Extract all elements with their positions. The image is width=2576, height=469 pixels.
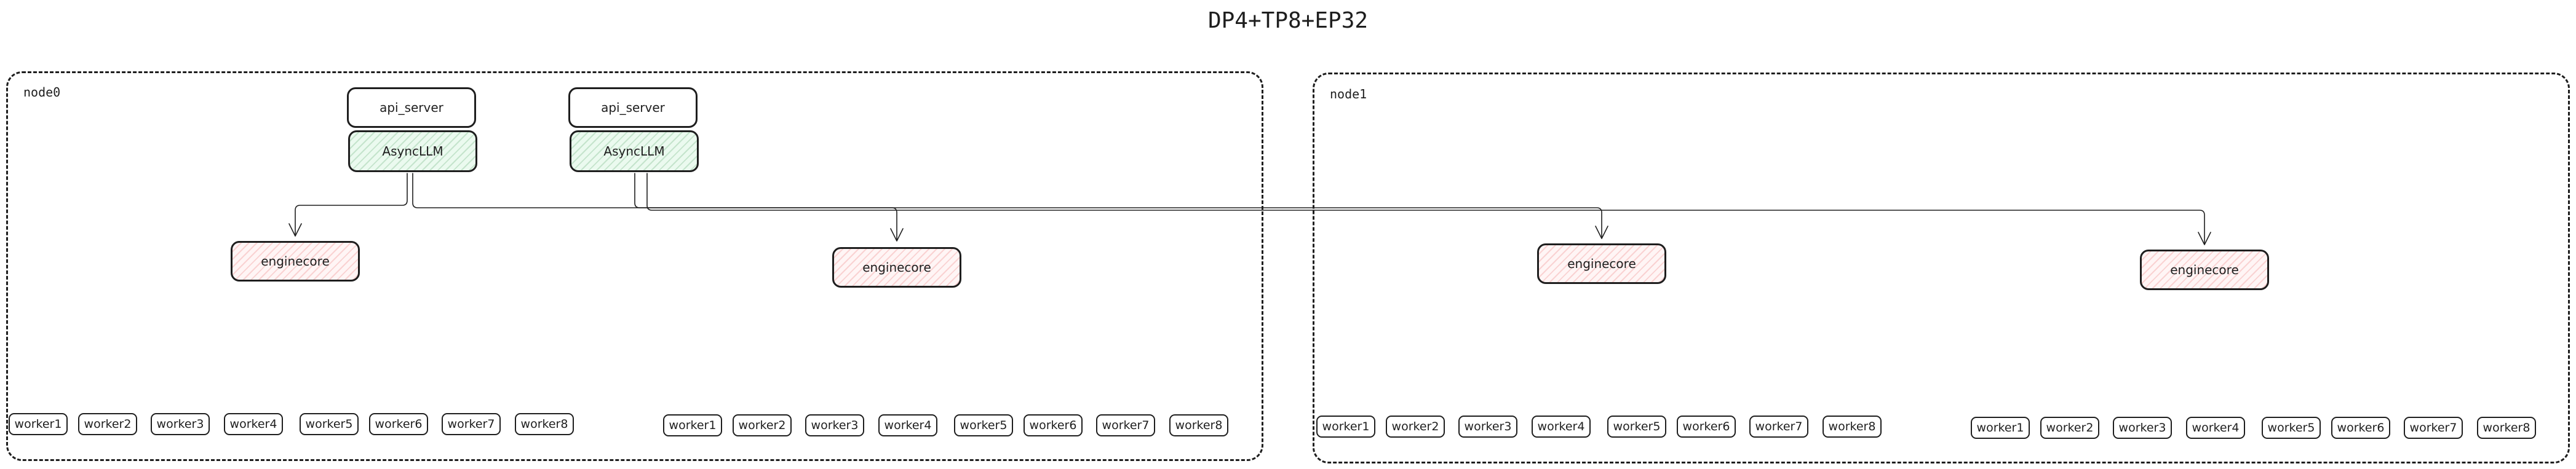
worker-g2-2: worker2 bbox=[733, 414, 792, 436]
worker-g4-3: worker3 bbox=[2113, 417, 2172, 439]
worker-g3-5: worker5 bbox=[1607, 416, 1666, 438]
worker-g4-7: worker7 bbox=[2404, 417, 2463, 439]
worker-g2-7: worker7 bbox=[1096, 414, 1155, 436]
node0-container bbox=[6, 71, 1263, 461]
worker-g4-5: worker5 bbox=[2262, 417, 2321, 439]
enginecore-4: enginecore bbox=[2140, 250, 2269, 290]
worker-g1-6: worker6 bbox=[369, 413, 428, 435]
worker-g1-2: worker2 bbox=[78, 413, 137, 435]
worker-g2-5: worker5 bbox=[954, 414, 1013, 436]
node1-container bbox=[1313, 73, 2570, 463]
worker-g1-3: worker3 bbox=[151, 413, 210, 435]
worker-g1-1: worker1 bbox=[9, 413, 68, 435]
worker-g3-6: worker6 bbox=[1677, 416, 1736, 438]
worker-g3-4: worker4 bbox=[1532, 416, 1591, 438]
worker-g3-8: worker8 bbox=[1823, 416, 1882, 438]
async-llm-2: AsyncLLM bbox=[570, 130, 699, 172]
arrow-server1-engine1 bbox=[295, 173, 408, 235]
worker-g1-5: worker5 bbox=[300, 413, 359, 435]
worker-g1-4: worker4 bbox=[224, 413, 283, 435]
worker-g1-8: worker8 bbox=[515, 413, 574, 435]
enginecore-1: enginecore bbox=[231, 241, 360, 282]
worker-g2-1: worker1 bbox=[663, 414, 722, 436]
worker-g4-8: worker8 bbox=[2477, 417, 2536, 439]
async-llm-1: AsyncLLM bbox=[348, 130, 477, 172]
worker-g4-6: worker6 bbox=[2331, 417, 2390, 439]
arrow-server1-engine2 bbox=[412, 173, 897, 240]
worker-g2-8: worker8 bbox=[1169, 414, 1228, 436]
node1-label: node1 bbox=[1330, 87, 1367, 101]
enginecore-3: enginecore bbox=[1537, 243, 1666, 284]
worker-g2-6: worker6 bbox=[1024, 414, 1083, 436]
worker-g2-3: worker3 bbox=[805, 414, 864, 436]
api-server-2: api_server bbox=[568, 87, 698, 128]
worker-g3-2: worker2 bbox=[1386, 416, 1445, 438]
diagram-title: DP4+TP8+EP32 bbox=[1207, 8, 1369, 33]
worker-g2-4: worker4 bbox=[878, 414, 937, 436]
worker-g4-2: worker2 bbox=[2040, 417, 2099, 439]
enginecore-2: enginecore bbox=[832, 247, 961, 288]
worker-g1-7: worker7 bbox=[442, 413, 501, 435]
arrow-server2-engine4 bbox=[646, 173, 2205, 244]
node0-label: node0 bbox=[23, 85, 61, 100]
worker-g3-7: worker7 bbox=[1749, 416, 1808, 438]
worker-g3-1: worker1 bbox=[1316, 416, 1375, 438]
arrow-server2-engine3 bbox=[634, 173, 1602, 238]
worker-g4-4: worker4 bbox=[2186, 417, 2245, 439]
worker-g4-1: worker1 bbox=[1971, 417, 2030, 439]
worker-g3-3: worker3 bbox=[1458, 416, 1517, 438]
api-server-1: api_server bbox=[347, 87, 476, 128]
